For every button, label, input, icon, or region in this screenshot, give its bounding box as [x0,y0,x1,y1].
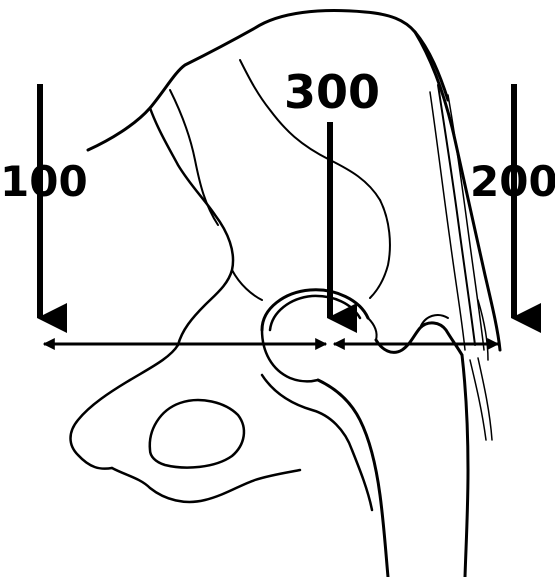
label-200: 200 [470,157,555,206]
label-300: 300 [284,65,380,119]
pelvis-outline [71,11,449,510]
acetabulum [262,290,377,382]
label-100: 100 [0,157,88,206]
